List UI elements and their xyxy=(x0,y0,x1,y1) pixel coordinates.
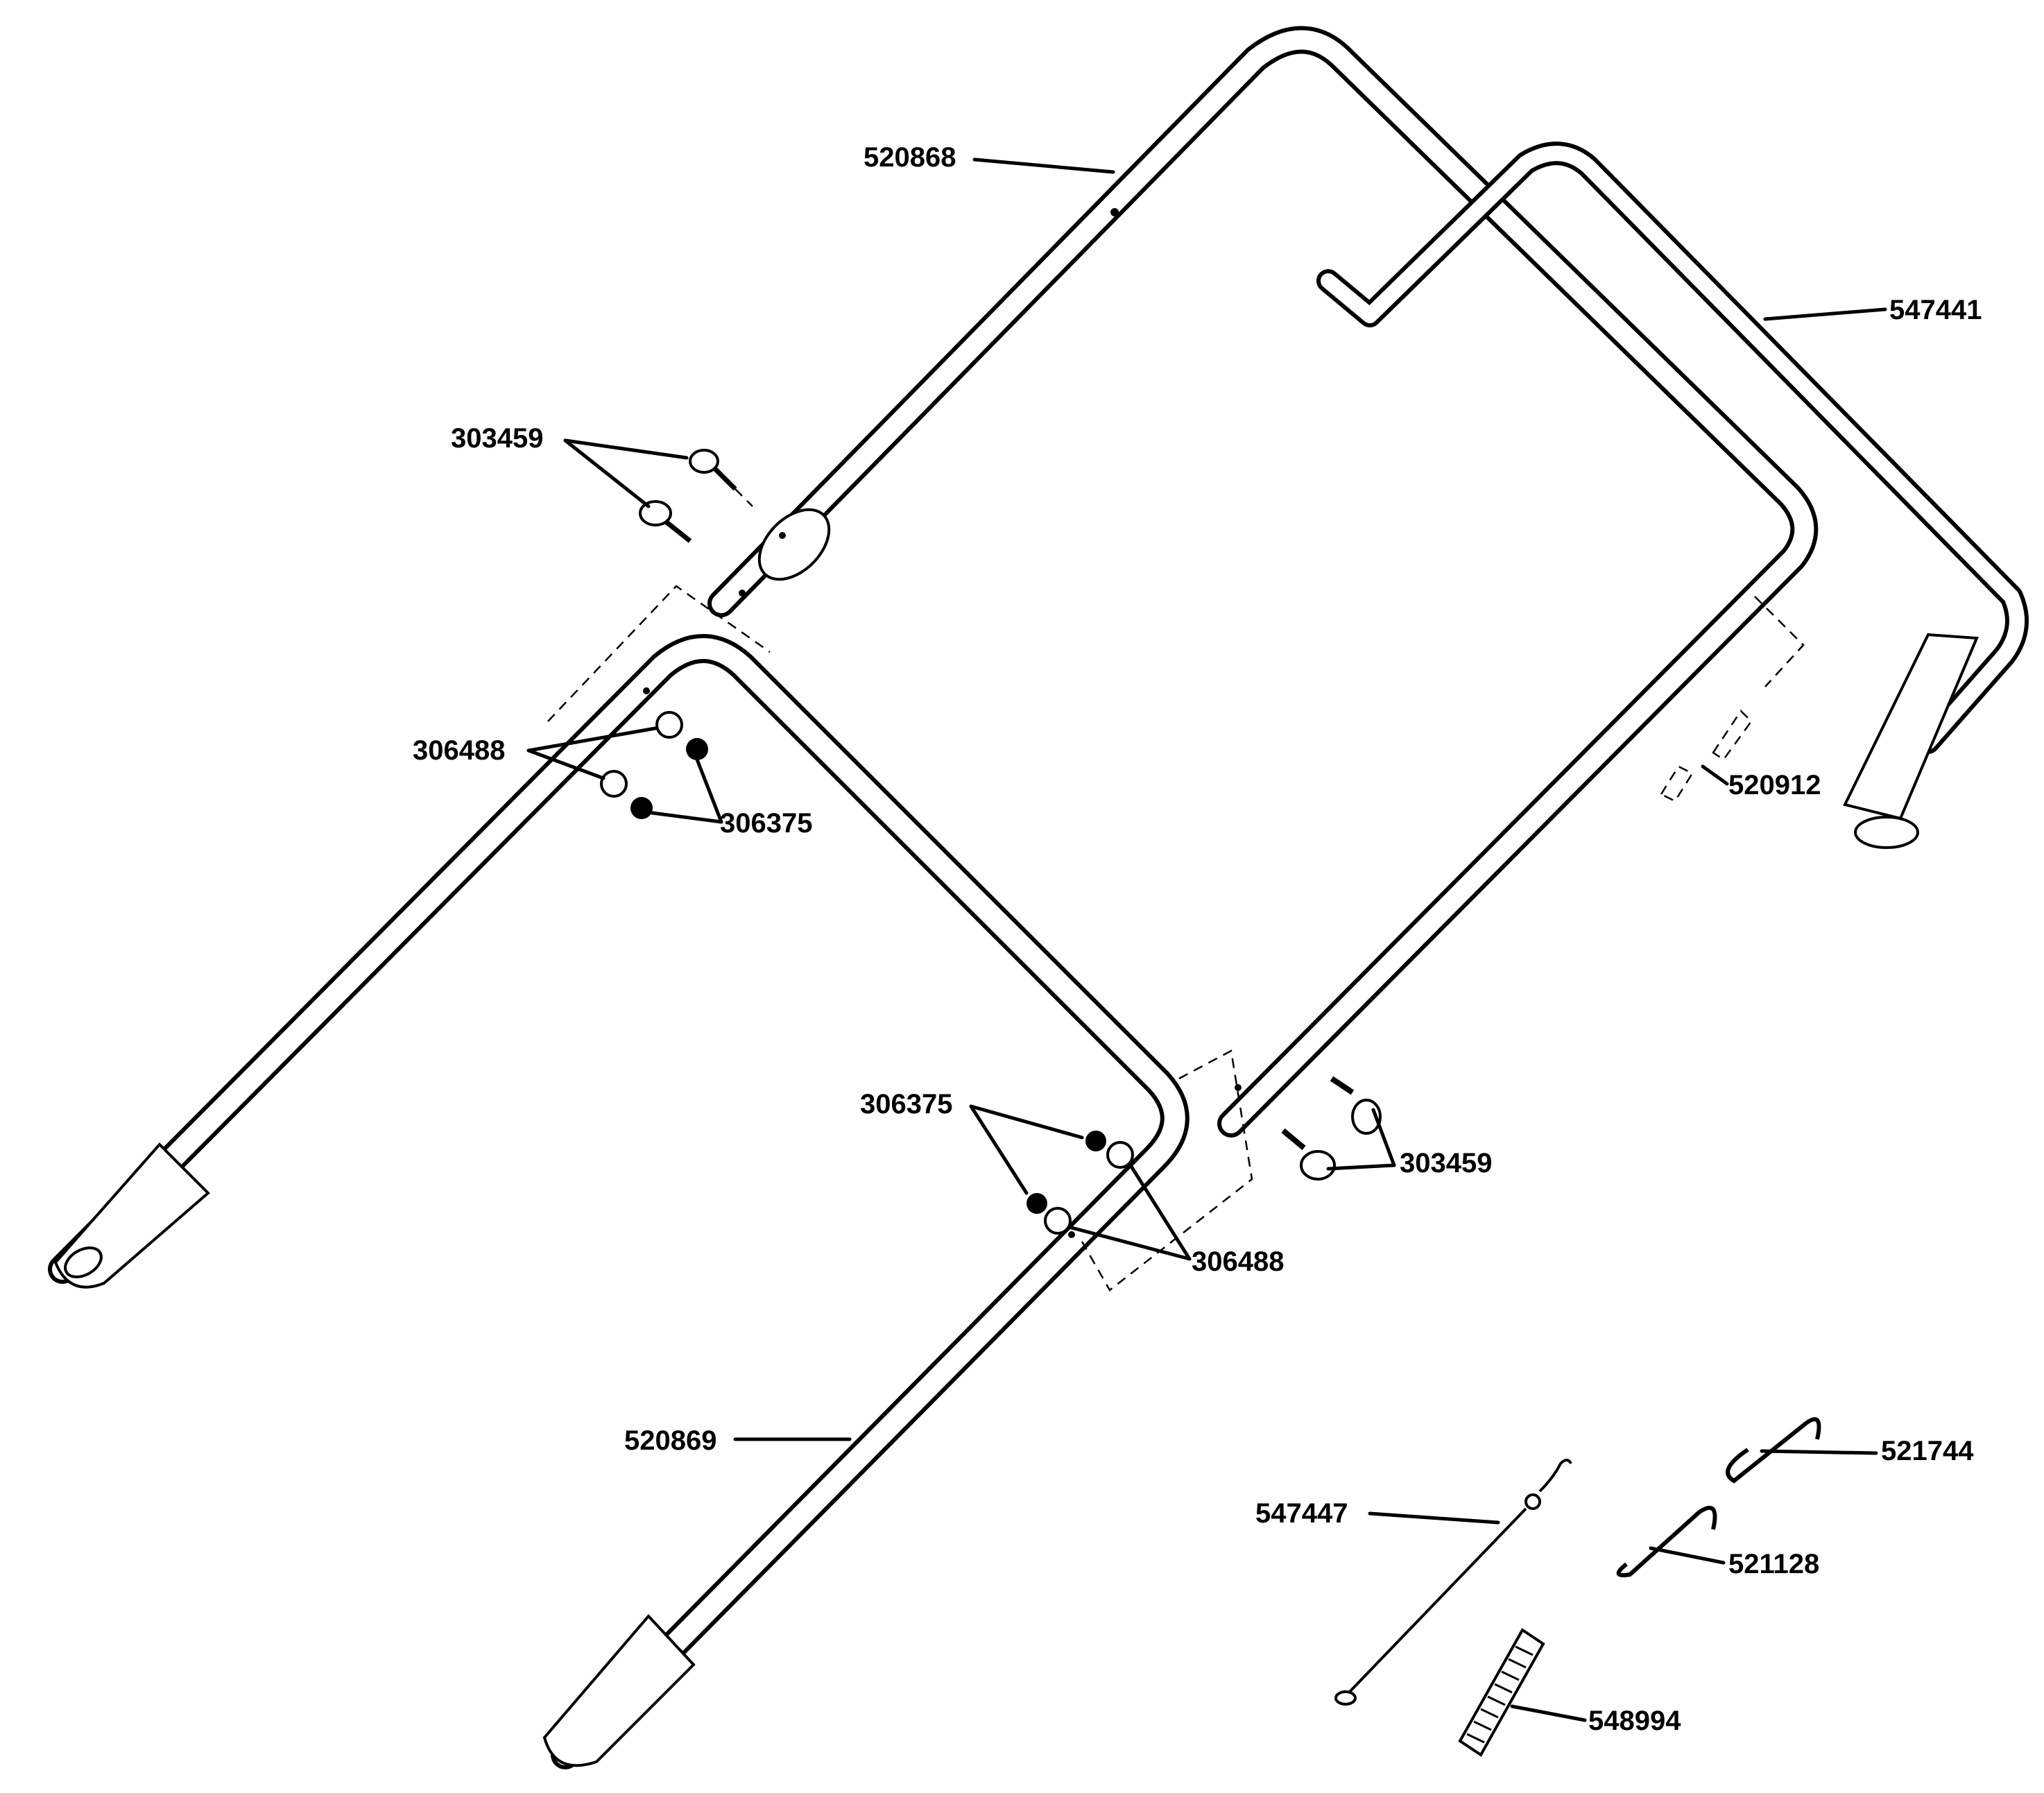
label-hook-small: 521744 xyxy=(1881,1436,1974,1466)
label-upper-handle: 520868 xyxy=(864,142,956,173)
bracket-icon xyxy=(1660,596,1805,803)
s-hook-icon xyxy=(1726,1417,1821,1484)
lower-handle-icon xyxy=(48,634,1190,1769)
label-nut-lower: 306375 xyxy=(860,1089,952,1119)
hex-nut-icon xyxy=(630,738,708,819)
washer-icon xyxy=(600,711,683,798)
coil-spring-icon xyxy=(1458,1628,1545,1757)
cable-icon xyxy=(1334,1459,1572,1706)
carriage-bolt-icon xyxy=(1281,1076,1382,1181)
label-carriage-bolt-upper: 303459 xyxy=(451,423,543,454)
alignment-box-left xyxy=(547,585,771,722)
label-lower-handle: 520869 xyxy=(624,1425,716,1456)
label-spring: 548994 xyxy=(1588,1706,1681,1736)
hex-nut-icon xyxy=(1027,1131,1106,1214)
label-bracket: 520912 xyxy=(1728,770,1821,800)
control-bail-icon xyxy=(1316,141,2029,849)
label-carriage-bolt-lower: 303459 xyxy=(1400,1148,1492,1178)
alignment-box-right xyxy=(1081,1049,1253,1292)
label-control-bail: 547441 xyxy=(1889,295,1982,325)
carriage-bolt-icon xyxy=(639,449,753,543)
label-washer-upper: 306488 xyxy=(413,735,505,766)
label-hook-large: 521128 xyxy=(1728,1549,1819,1579)
washer-icon xyxy=(1044,1141,1134,1235)
label-control-cable: 547447 xyxy=(1255,1498,1348,1529)
label-washer-lower: 306488 xyxy=(1192,1246,1284,1277)
upper-handle-icon xyxy=(707,26,1819,1138)
label-nut-upper: 306375 xyxy=(720,808,812,839)
s-hook-icon xyxy=(1616,1505,1717,1577)
